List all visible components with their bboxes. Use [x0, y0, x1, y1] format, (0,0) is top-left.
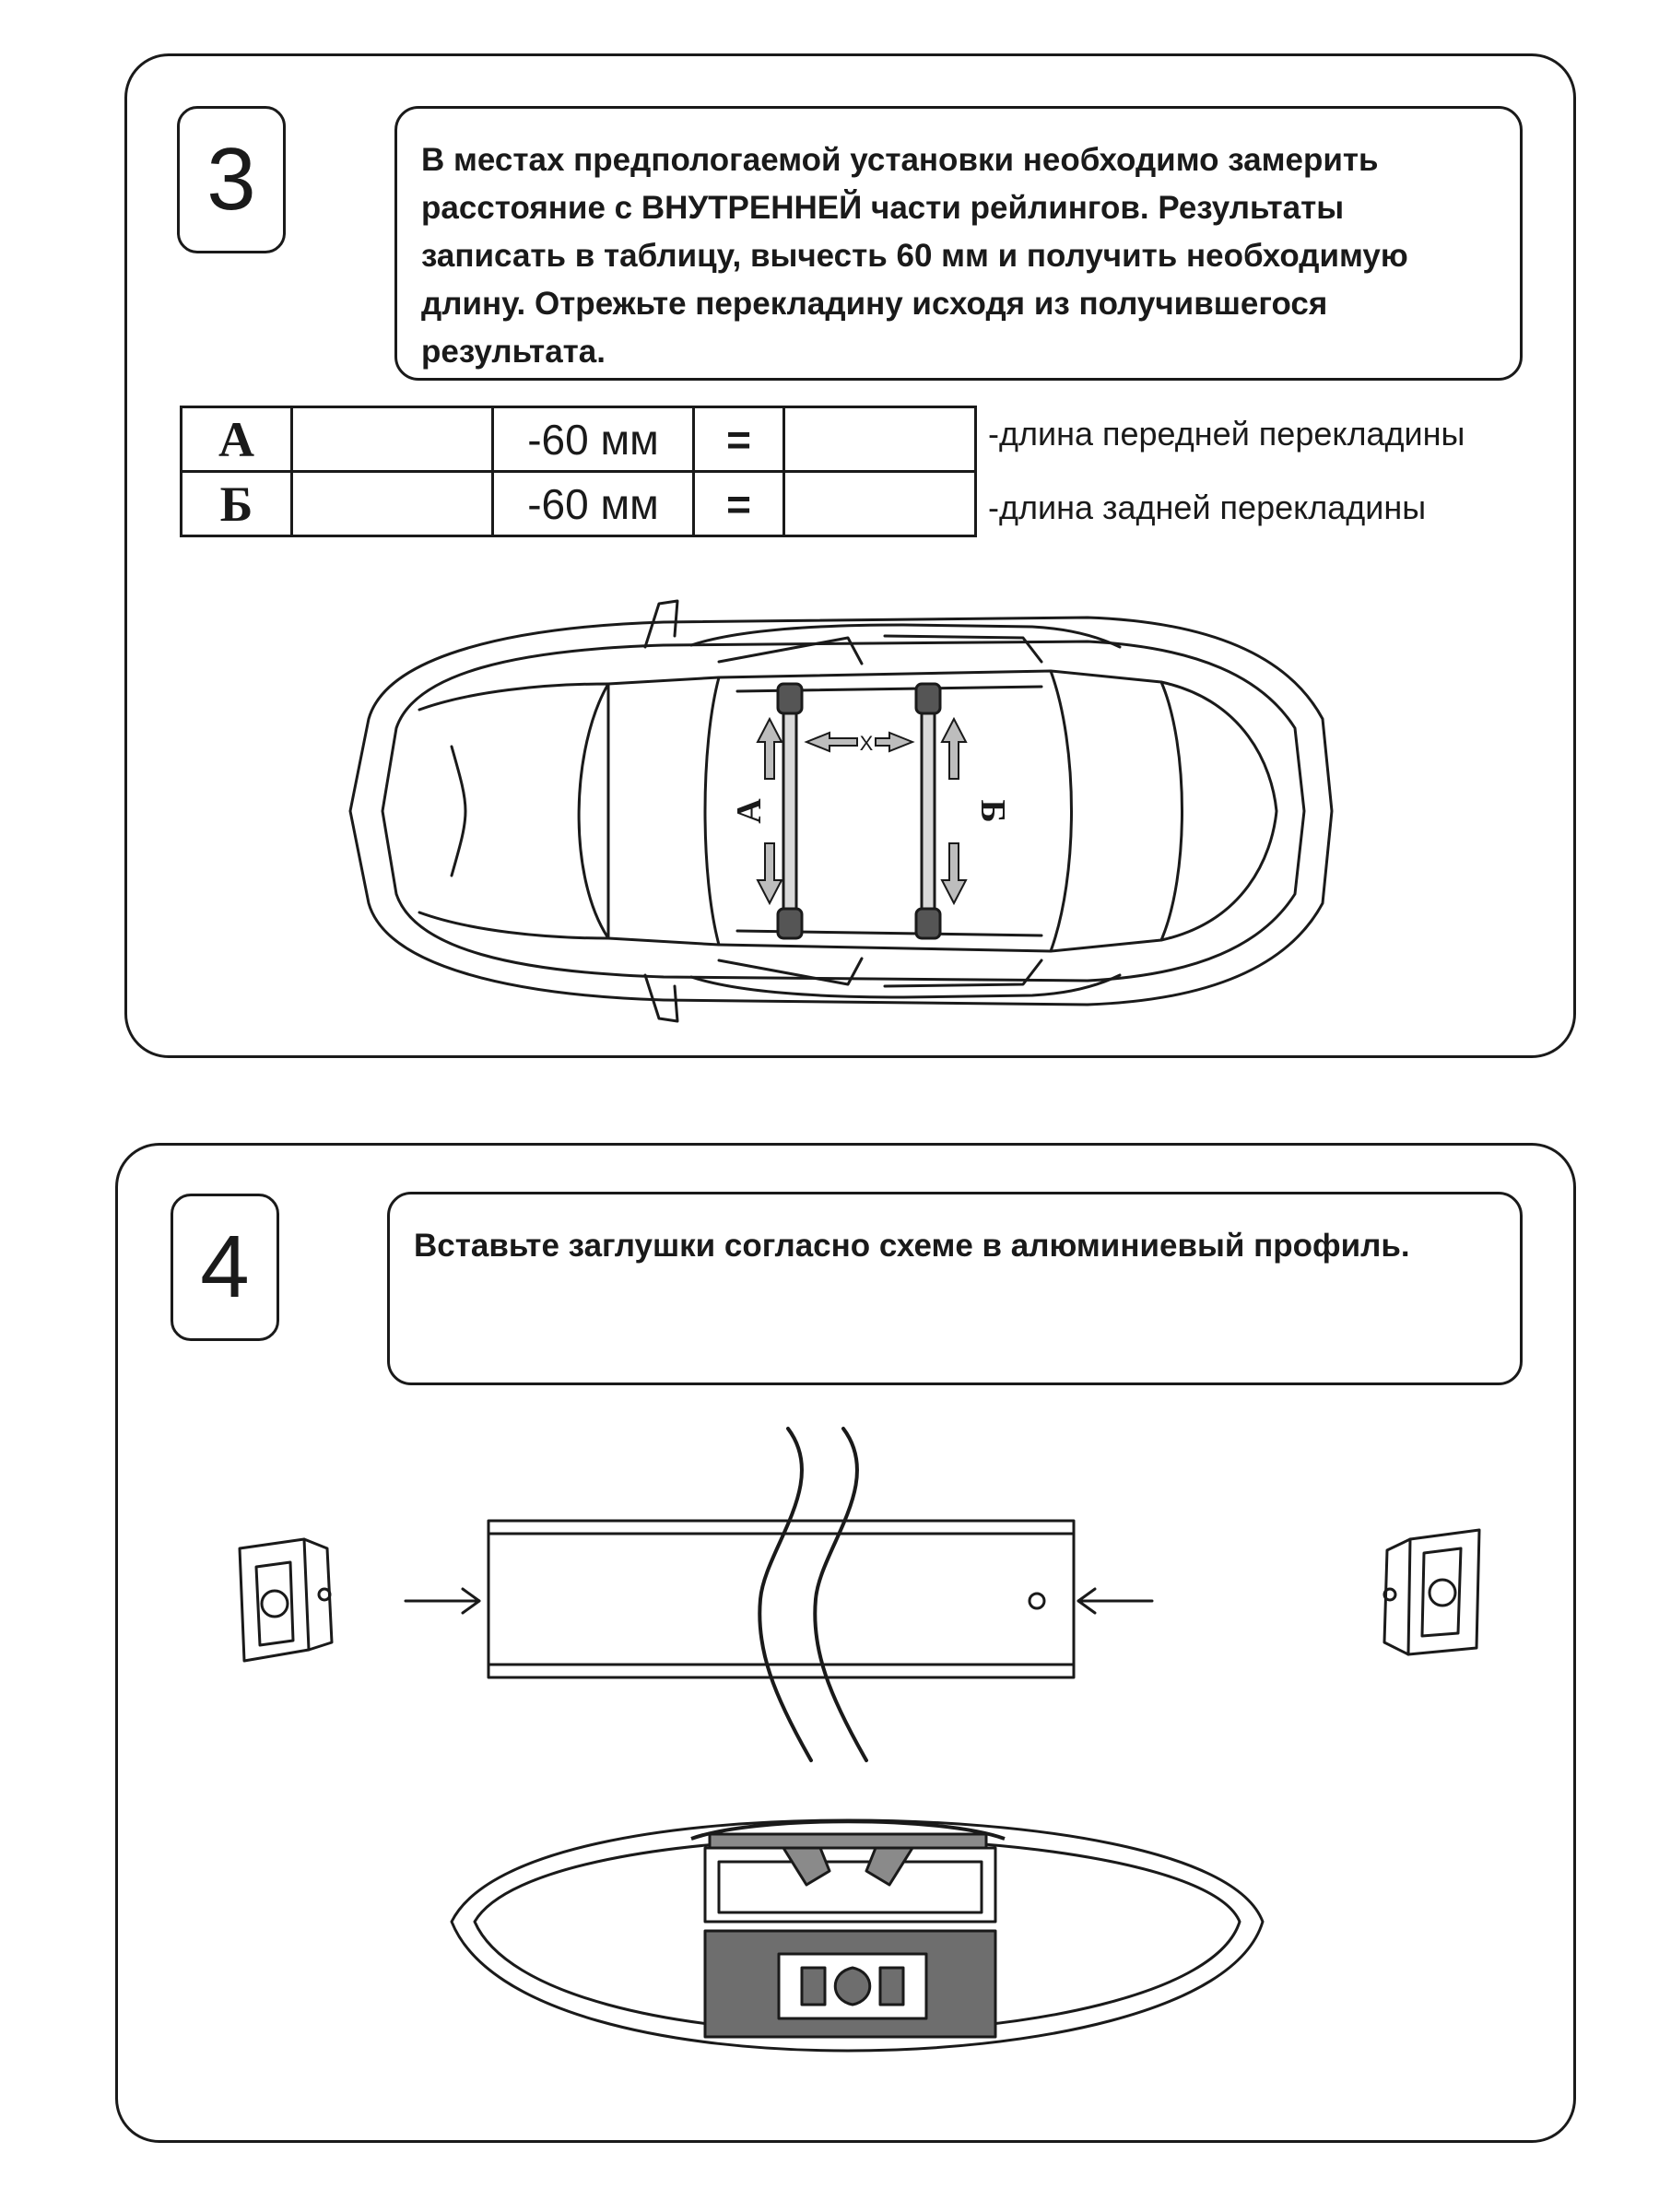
measure-input-a: [290, 406, 494, 473]
rear-bar-description: -длина задней перекладины: [988, 488, 1427, 526]
table-row: Б -60 мм =: [180, 470, 977, 537]
minus-60-b: -60 мм: [491, 470, 695, 537]
step-3-instruction: В местах предпологаемой установки необхо…: [394, 106, 1523, 381]
diagram-label-x: X: [860, 732, 874, 755]
equals-a: =: [692, 406, 785, 473]
result-b: [782, 470, 977, 537]
diagram-label-a: А: [730, 798, 769, 824]
step-4-number: 4: [171, 1194, 279, 1341]
minus-60-a: -60 мм: [491, 406, 695, 473]
profile-with-caps-diagram: [238, 1427, 1481, 1762]
row-label-a: А: [180, 406, 293, 473]
car-top-view-diagram: X А Б: [348, 599, 1334, 1023]
front-bar-description: -длина передней перекладины: [988, 415, 1465, 453]
table-row: А -60 мм =: [180, 406, 977, 473]
result-a: [782, 406, 977, 473]
diagram-label-b: Б: [973, 799, 1012, 822]
step-4-instruction: Вставьте заглушки согласно схеме в алюми…: [387, 1192, 1523, 1385]
measure-input-b: [290, 470, 494, 537]
equals-b: =: [692, 470, 785, 537]
step-3-number: 3: [177, 106, 286, 253]
measurement-table: А -60 мм = Б -60 мм =: [180, 406, 977, 537]
profile-cross-section-diagram: [450, 1818, 1265, 2053]
row-label-b: Б: [180, 470, 293, 537]
